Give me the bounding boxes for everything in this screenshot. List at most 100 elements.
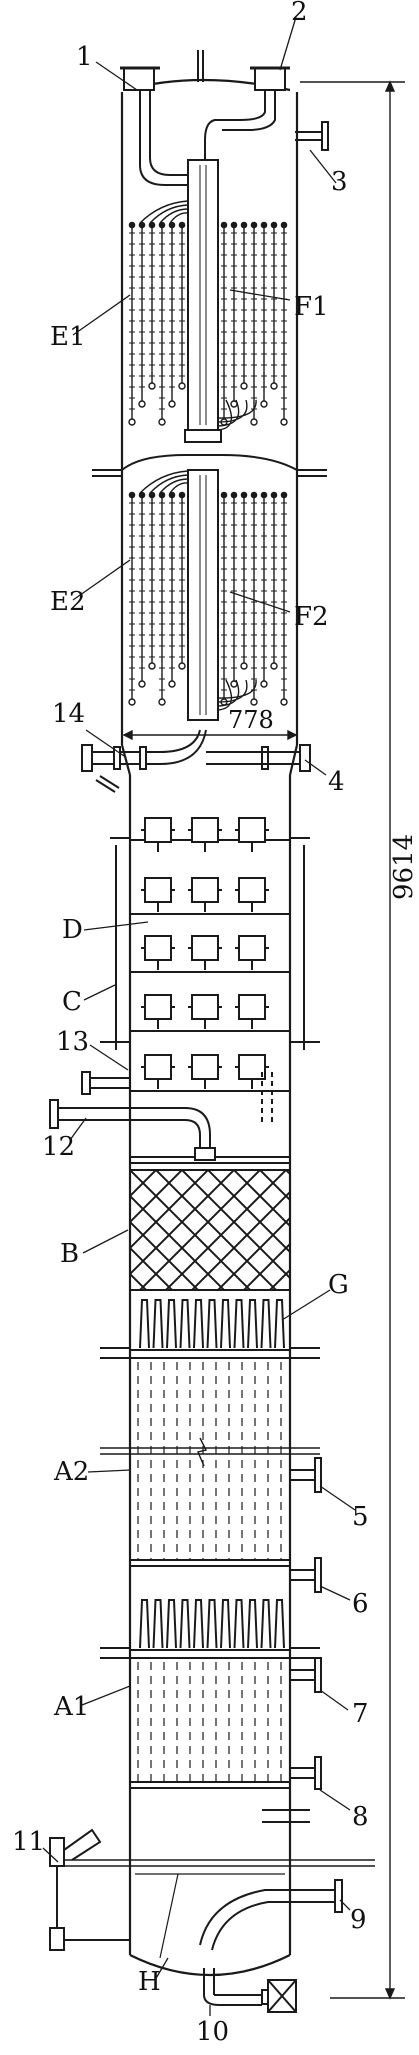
- label-8: 8: [352, 1802, 369, 1832]
- bubble-cap: [191, 817, 219, 843]
- bubble-cap: [144, 994, 172, 1020]
- label-3: 3: [331, 167, 348, 197]
- label-A1: A1: [53, 1692, 89, 1722]
- label-G: G: [328, 1270, 349, 1300]
- central-tube-upper: [92, 159, 327, 721]
- heater-bundle-e2: [128, 470, 288, 711]
- tube-end: [280, 698, 288, 706]
- label-C: C: [62, 987, 82, 1017]
- label-F1: F1: [294, 292, 329, 322]
- bubble-cap: [191, 935, 219, 961]
- tube-end: [280, 491, 288, 499]
- tube-end: [178, 491, 186, 499]
- tube-end: [280, 418, 288, 426]
- tube-end: [230, 221, 238, 229]
- tray-section: [100, 817, 320, 1092]
- fin-tube: [233, 1299, 245, 1349]
- break-mark: [197, 1437, 208, 1467]
- tube-end: [178, 662, 186, 670]
- tube-end: [260, 680, 268, 688]
- bottom-nozzles: [49, 1457, 375, 2013]
- bubble-cap: [191, 1054, 219, 1080]
- tube-end: [220, 491, 228, 499]
- tube-end: [148, 382, 156, 390]
- fin-tube: [166, 1299, 177, 1349]
- tube-end: [138, 400, 146, 408]
- tube-end: [128, 491, 136, 499]
- bubble-cap: [238, 935, 266, 961]
- bubble-cap: [238, 817, 266, 843]
- tube-end: [158, 221, 166, 229]
- label-1: 1: [76, 42, 93, 72]
- tube-end: [220, 221, 228, 229]
- bubble-cap: [144, 817, 172, 843]
- tube-end: [250, 491, 258, 499]
- fin-tube: [166, 1599, 177, 1649]
- tube-end: [270, 382, 278, 390]
- bubble-cap: [238, 994, 266, 1020]
- label-D: D: [62, 915, 83, 945]
- tube-end: [168, 221, 176, 229]
- feeder-pipe: [139, 200, 189, 224]
- height-dimension: [300, 80, 405, 2000]
- feeder-pipe: [149, 474, 189, 494]
- tube-end: [138, 491, 146, 499]
- label-4: 4: [328, 767, 345, 797]
- feeder-pipe: [169, 482, 189, 494]
- fin-tube: [260, 1299, 272, 1349]
- distributor: [49, 1071, 290, 1164]
- tube-end: [128, 418, 136, 426]
- label-2: 2: [291, 0, 308, 27]
- label-height: 9614: [389, 834, 419, 900]
- fin-tube: [193, 1299, 204, 1349]
- tube-end: [260, 221, 268, 229]
- tube-end: [270, 491, 278, 499]
- width-dimension: [122, 729, 298, 741]
- fin-tube: [152, 1299, 164, 1349]
- tube-end: [270, 221, 278, 229]
- tube-end: [158, 418, 166, 426]
- label-E2: E2: [50, 587, 86, 617]
- fin-tube: [206, 1599, 218, 1649]
- shell: [120, 78, 299, 1977]
- tube-end: [230, 491, 238, 499]
- tube-end: [270, 662, 278, 670]
- fin-tube: [193, 1599, 204, 1649]
- feeder-pipe: [159, 478, 189, 494]
- tube-end: [128, 698, 136, 706]
- label-5: 5: [352, 1502, 369, 1532]
- tube-end: [168, 491, 176, 499]
- feeder-pipe: [217, 679, 257, 699]
- tube-end: [138, 221, 146, 229]
- label-B: B: [60, 1239, 79, 1269]
- label-A2: A2: [53, 1457, 89, 1487]
- bubble-cap: [238, 877, 266, 903]
- label-12: 12: [42, 1132, 75, 1162]
- bubble-cap: [144, 935, 172, 961]
- leader-lines: [42, 16, 356, 2016]
- tube-end: [240, 491, 248, 499]
- bubble-cap: [191, 877, 219, 903]
- label-E1: E1: [50, 322, 86, 352]
- tube-end: [148, 662, 156, 670]
- tube-end: [148, 491, 156, 499]
- fin-tube: [179, 1299, 191, 1349]
- top-nozzles: [120, 50, 329, 186]
- label-10: 10: [196, 2017, 229, 2047]
- fin-tube: [220, 1299, 231, 1349]
- tube-end: [178, 382, 186, 390]
- label-6: 6: [352, 1589, 369, 1619]
- fin-tube: [247, 1299, 258, 1349]
- reaction-sections: [100, 1299, 320, 1789]
- label-9: 9: [350, 1905, 367, 1935]
- tube-end: [158, 491, 166, 499]
- tube-end: [240, 221, 248, 229]
- fin-tube: [233, 1599, 245, 1649]
- fin-tube: [139, 1599, 150, 1649]
- fin-tube: [260, 1599, 272, 1649]
- fin-tube: [206, 1299, 218, 1349]
- feeder-pipe: [159, 208, 189, 224]
- tube-end: [280, 221, 288, 229]
- tube-end: [250, 418, 258, 426]
